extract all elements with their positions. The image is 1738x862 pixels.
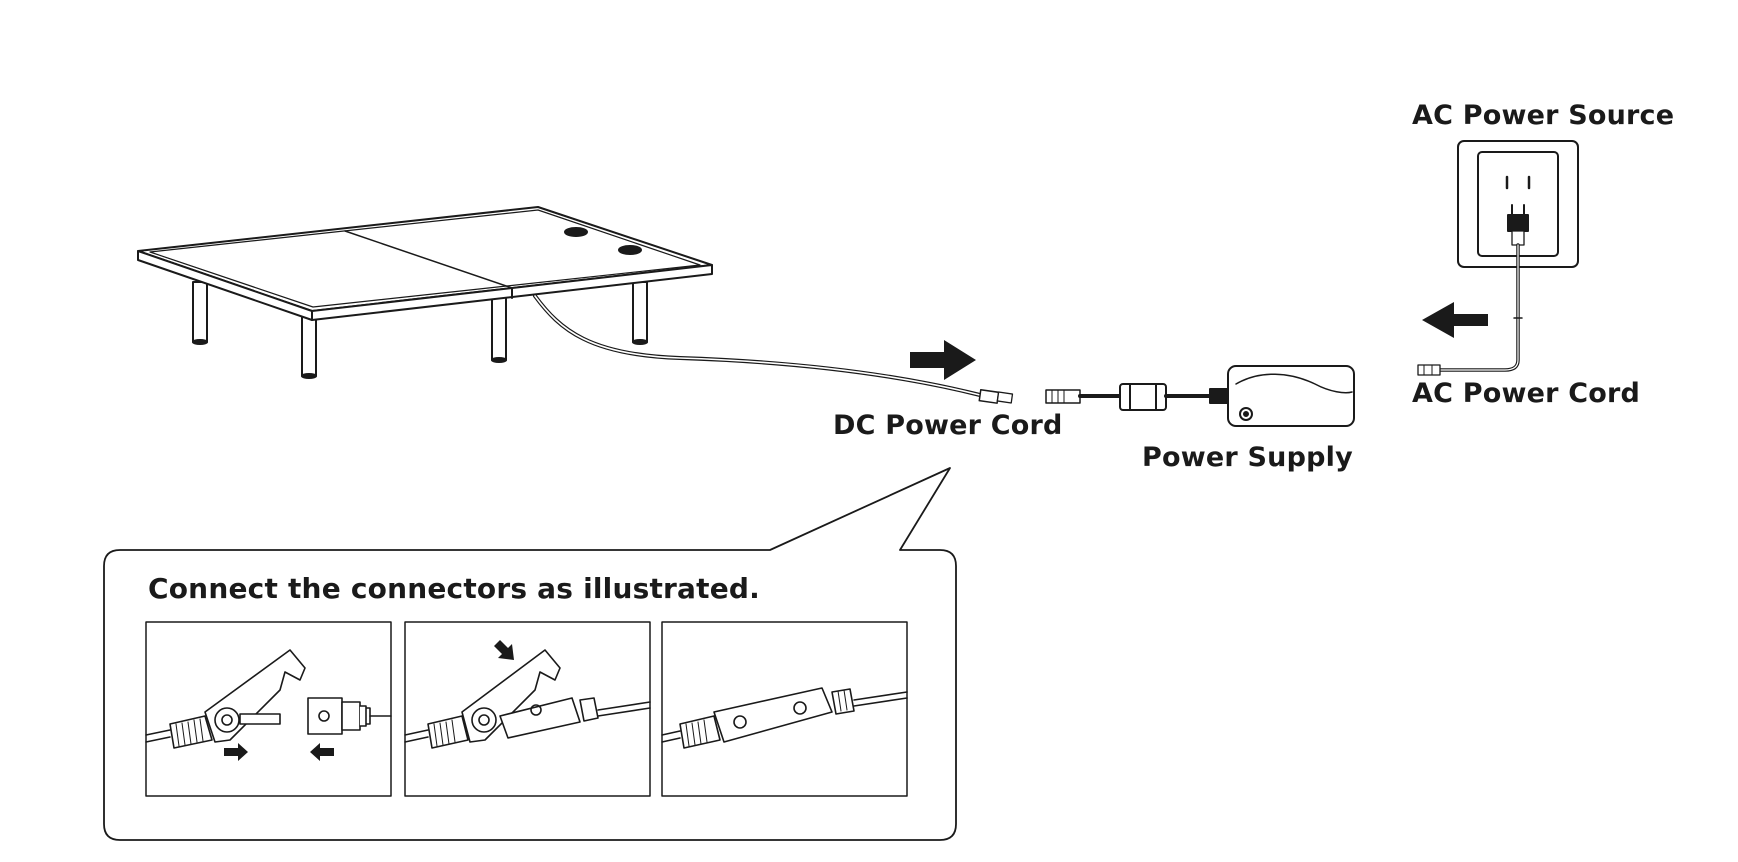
connector-icon (145, 649, 392, 761)
ac-power-cord-icon (1417, 243, 1523, 376)
ac-power-cord-label: AC Power Cord (1412, 378, 1641, 409)
connector-icon (661, 687, 908, 749)
power-supply-label: Power Supply (1142, 442, 1353, 473)
dc-power-cord-icon (533, 294, 1014, 404)
ac-power-source-label: AC Power Source (1412, 100, 1675, 131)
arrow-right-icon (910, 340, 976, 380)
instruction-text: Connect the connectors as illustrated. (148, 572, 761, 605)
power-supply-icon (1045, 365, 1355, 427)
wall-outlet-icon (1457, 140, 1579, 268)
bed-frame-icon (137, 206, 713, 379)
dc-power-cord-label: DC Power Cord (833, 410, 1063, 441)
connector-icon (404, 640, 651, 749)
arrow-left-icon (1422, 302, 1488, 338)
